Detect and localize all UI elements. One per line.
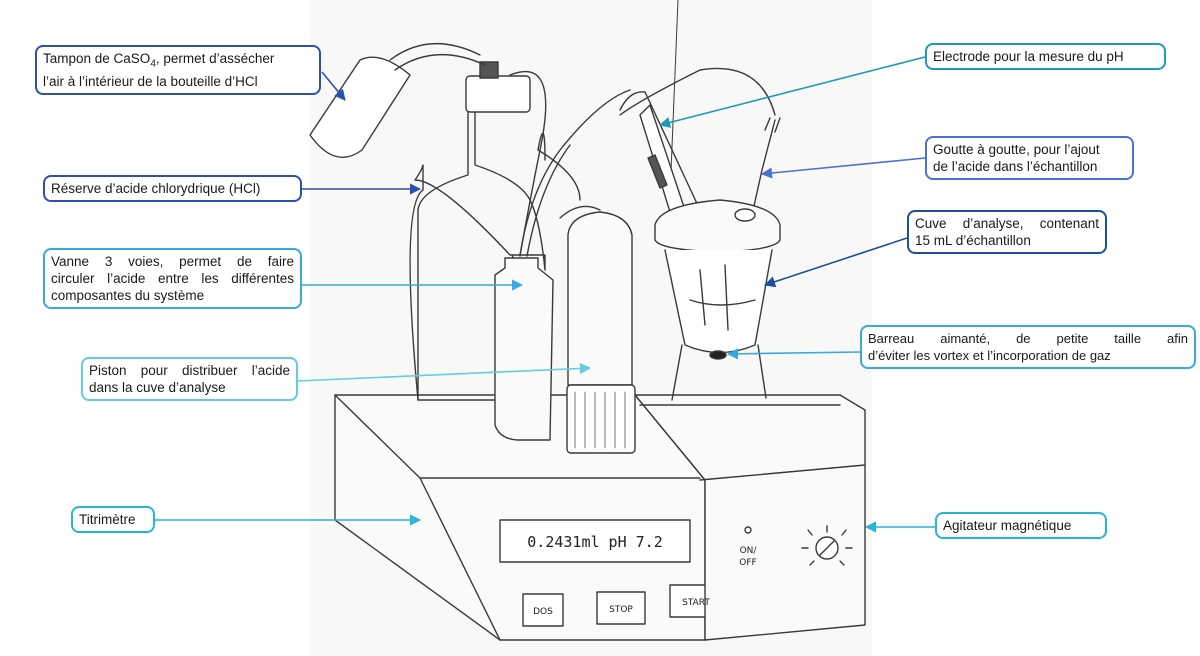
piston-cylinder — [567, 211, 633, 386]
on-off-label-bottom: OFF — [739, 558, 756, 568]
label-reserve: Réserve d’acide chlorydrique (HCl) — [43, 175, 302, 202]
label-goutte-line2: de l’acide dans l’échantillon — [933, 159, 1098, 174]
on-off-led — [744, 526, 752, 534]
label-vanne-line3: composantes du système — [51, 288, 205, 303]
piston-base-grip — [574, 391, 626, 449]
dropper-clip — [764, 117, 781, 133]
label-agitateur: Agitateur magnétique — [935, 512, 1107, 539]
label-piston-line1: Piston pour distribuer l’acide — [89, 363, 290, 378]
titrator-display — [499, 519, 691, 563]
stop-button-shape — [596, 591, 646, 625]
hcl-bottle-left — [417, 109, 469, 401]
stirrer-top-edge — [699, 464, 866, 481]
arrow-goutte — [760, 157, 926, 179]
label-titrimetre-text: Titrimètre — [79, 512, 136, 527]
titrator-front-edge — [419, 477, 501, 641]
tube-to-cell-inner — [526, 144, 571, 257]
analysis-cell-liquid-level — [689, 299, 756, 306]
tube-to-cell — [519, 89, 631, 257]
label-vanne: Vanne 3 voies, permet de faire circuler … — [43, 248, 302, 309]
label-tampon: Tampon de CaSO4, permet d’assécher l’air… — [35, 45, 321, 95]
three-way-valve — [494, 257, 554, 441]
label-barreau-line1: Barreau aimanté, de petite taille afin — [868, 331, 1188, 346]
tube-valve-to-piston — [559, 205, 601, 219]
arrow-piston — [297, 362, 592, 382]
dos-button-shape — [522, 593, 564, 627]
dos-button-label: DOS — [533, 607, 553, 617]
label-tampon-prefix: Tampon de CaSO — [43, 51, 151, 66]
ph-electrode-band — [647, 154, 668, 189]
on-off-label-top: ON/ — [740, 546, 758, 556]
hcl-bottle-cap — [465, 75, 531, 113]
label-reserve-text: Réserve d’acide chlorydrique (HCl) — [51, 181, 261, 196]
label-cuve-line2: 15 mL d’échantillon — [915, 233, 1031, 248]
arrow-electrode — [658, 56, 926, 128]
label-tampon-subscript: 4 — [150, 58, 156, 70]
label-electrode: Electrode pour la mesure du pH — [925, 43, 1166, 70]
label-goutte: Goutte à goutte, pour l’ajout de l’acide… — [925, 136, 1134, 180]
label-tampon-line1: Tampon de CaSO4, permet d’assécher — [43, 50, 313, 73]
arrow-tampon — [321, 71, 346, 101]
label-tampon-suffix: , permet d’assécher — [155, 51, 275, 66]
start-button-label: START — [682, 598, 710, 608]
caso4-tube-hose-inner — [394, 54, 486, 71]
label-piston-line2: dans la cuve d’analyse — [89, 380, 226, 395]
titrator-display-text: 0.2431ml pH 7.2 — [527, 533, 662, 551]
label-vanne-line1: Vanne 3 voies, permet de faire — [51, 254, 294, 269]
magnetic-stir-bar — [709, 350, 727, 360]
label-cuve-line1: Cuve d’analyse, contenant — [915, 216, 1099, 231]
hcl-bottle-connector — [479, 61, 499, 79]
arrow-barreau — [726, 348, 861, 360]
analysis-cell-port — [734, 208, 756, 222]
stirrer-knob-pointer — [819, 540, 835, 556]
piston-base — [566, 384, 636, 454]
label-cuve: Cuve d’analyse, contenant 15 mL d’échant… — [907, 210, 1107, 254]
label-goutte-line1: Goutte à goutte, pour l’ajout — [933, 142, 1100, 157]
stirrer-knob-ticks — [801, 525, 853, 566]
analysis-cell-probes — [699, 264, 729, 331]
label-electrode-text: Electrode pour la mesure du pH — [933, 49, 1124, 64]
hcl-bottle-shoulder — [537, 132, 581, 201]
electrode-cable — [619, 91, 701, 211]
label-titrimetre: Titrimètre — [71, 506, 155, 533]
stop-button-label: STOP — [609, 605, 633, 615]
label-tampon-line2: l’air à l’intérieur de la bouteille d’HC… — [43, 73, 258, 89]
tube-bottle-to-valve — [509, 70, 547, 256]
tube-dropper — [619, 67, 776, 116]
label-piston: Piston pour distribuer l’acide dans la c… — [81, 357, 298, 401]
label-barreau-line2: d’éviter les vortex et l’incorporation d… — [868, 348, 1111, 363]
label-vanne-line2: circuler l’acide entre les différentes — [51, 271, 294, 286]
caso4-tube-hose — [389, 42, 481, 61]
label-agitateur-text: Agitateur magnétique — [943, 518, 1072, 533]
label-barreau: Barreau aimanté, de petite taille afin d… — [860, 325, 1196, 369]
caso4-tube — [309, 56, 411, 158]
arrow-cuve — [763, 237, 908, 288]
